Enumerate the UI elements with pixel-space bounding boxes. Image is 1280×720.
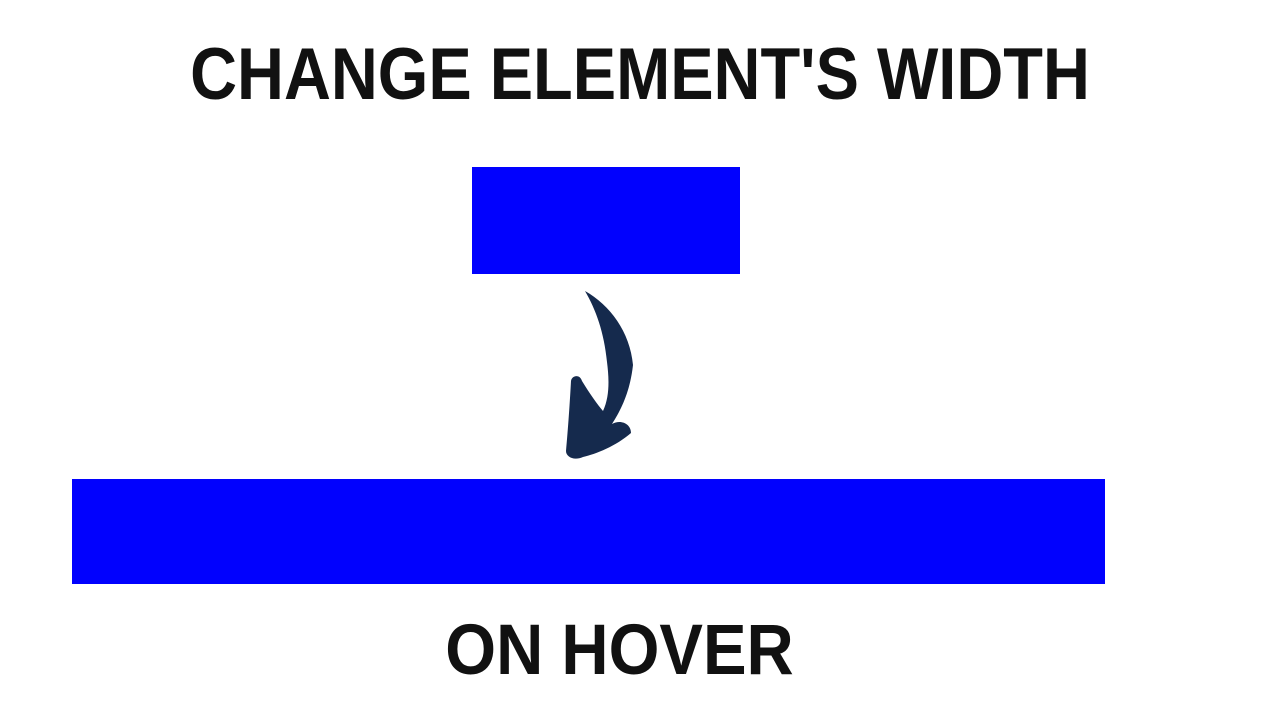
demo-box-before-hover xyxy=(472,167,740,274)
curved-down-arrow-icon xyxy=(566,291,633,459)
caption: ON HOVER xyxy=(445,611,794,690)
demo-box-after-hover xyxy=(72,479,1105,584)
page-title: CHANGE ELEMENT'S WIDTH xyxy=(190,34,1090,115)
